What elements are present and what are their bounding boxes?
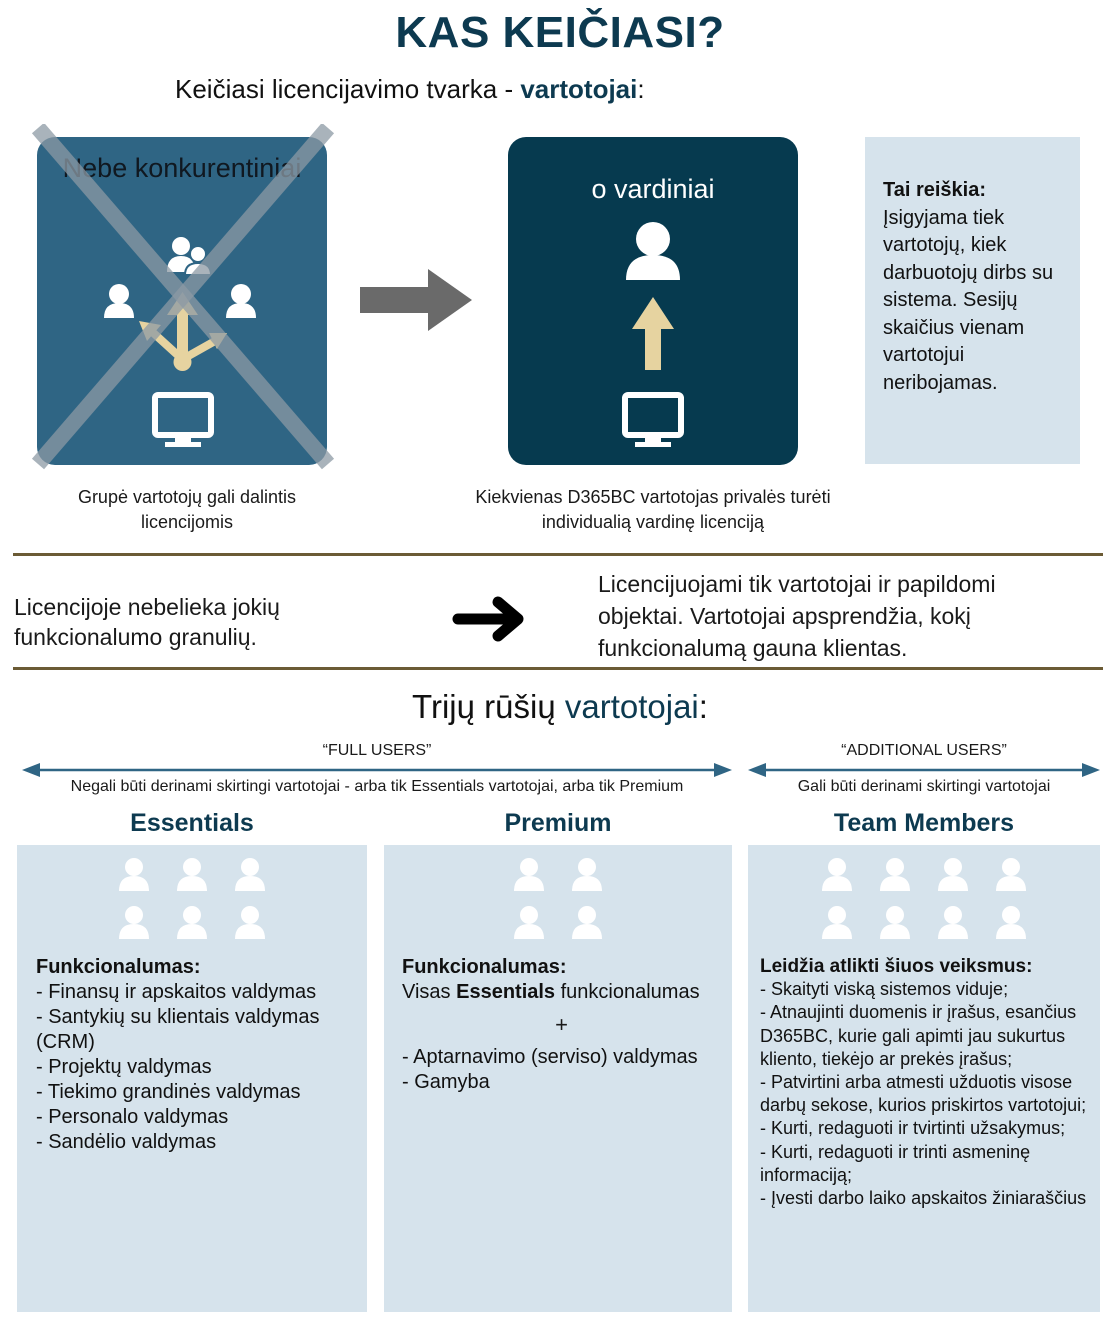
list-item: - Gamyba <box>402 1071 490 1093</box>
user-icon-right <box>226 284 256 318</box>
page-title: KAS KEIČIASI? <box>395 8 725 57</box>
user-icon <box>626 222 680 280</box>
types-heading: Trijų rūšių vartotojai: <box>0 688 1120 726</box>
list-item: - Personalo valdymas <box>36 1106 229 1128</box>
info-box-heading: Tai reiškia: <box>883 179 987 201</box>
team-members-action-list: Leidžia atlikti šiuos veiksmus: - Skaity… <box>760 955 1095 1210</box>
list-item: - Tiekimo grandinės valdymas <box>36 1081 301 1103</box>
premium-box <box>384 845 732 1312</box>
types-heading-suffix: : <box>698 688 708 725</box>
team-members-users-icons <box>822 858 1026 939</box>
premium-line-bold: Essentials <box>456 981 556 1003</box>
user-icon <box>822 858 852 891</box>
user-icon <box>119 858 149 891</box>
essentials-feature-list: Funkcionalumas: - Finansų ir apskaitos v… <box>36 955 361 1155</box>
user-icon <box>177 906 207 939</box>
user-icon <box>572 858 602 891</box>
full-users-range-arrow <box>22 763 732 777</box>
old-model-heading: Nebe konkurentiniai <box>62 153 302 183</box>
divider-bottom <box>13 667 1103 670</box>
subtitle-highlight: vartotojai <box>520 74 638 104</box>
list-item: - Patvirtini arba atmesti užduotis visos… <box>760 1072 1087 1116</box>
cross-out-mark <box>31 124 335 470</box>
full-users-description: Negali būti derinami skirtingi vartotoja… <box>70 778 684 795</box>
new-model-illustration <box>622 222 684 447</box>
additional-users-description: Gali būti derinami skirtingi vartotojai <box>797 778 1051 795</box>
old-model-caption: Grupė vartotojų gali dalintis licencijom… <box>77 487 297 532</box>
left-statement: Licencijoje nebelieka jokių funkcionalum… <box>14 594 280 650</box>
list-item: - Atnaujinti duomenis ir įrašus, esančiu… <box>760 1002 1077 1069</box>
list-item: - Kurti, redaguoti ir tvirtinti užsakymu… <box>760 1118 1066 1139</box>
premium-plus-sign: + <box>555 1012 568 1037</box>
list-item: - Finansų ir apskaitos valdymas <box>36 981 317 1003</box>
premium-users-icons <box>514 858 602 939</box>
user-icon <box>514 906 544 939</box>
list-item: - Įvesti darbo laiko apskaitos žiniarašč… <box>760 1188 1087 1209</box>
user-icon <box>235 858 265 891</box>
right-statement: Licencijuojami tik vartotojai ir papildo… <box>598 571 996 661</box>
user-icon <box>177 858 207 891</box>
user-icon <box>996 858 1026 891</box>
essentials-users-icons <box>119 858 265 939</box>
user-icon <box>822 906 852 939</box>
user-icon <box>119 906 149 939</box>
monitor-icon <box>622 392 684 447</box>
divider-top <box>13 553 1103 556</box>
user-icon <box>880 858 910 891</box>
team-members-title: Team Members <box>833 809 1015 837</box>
list-item: - Sandėlio valdymas <box>36 1131 217 1153</box>
user-icon-left <box>104 284 134 318</box>
user-icon <box>938 858 968 891</box>
team-members-list-heading: Leidžia atlikti šiuos veiksmus: <box>760 956 1033 977</box>
premium-feature-list: Funkcionalumas: Visas Essentials funkcio… <box>402 955 727 1005</box>
new-model-heading: o vardiniai <box>591 174 715 204</box>
team-members-box <box>748 845 1100 1312</box>
user-icon <box>514 858 544 891</box>
list-item: - Kurti, redaguoti ir trinti asmeninę in… <box>760 1141 1031 1185</box>
user-icon <box>572 906 602 939</box>
premium-line-suffix: funkcionalumas <box>555 981 700 1003</box>
premium-list-heading: Funkcionalumas: <box>402 956 567 978</box>
list-item: - Projektų valdymas <box>36 1056 212 1078</box>
premium-title: Premium <box>504 809 612 837</box>
info-box: Tai reiškia: Įsigyjama tiek vartotojų, k… <box>865 137 1080 464</box>
essentials-list-heading: Funkcionalumas: <box>36 956 201 978</box>
user-icon <box>938 906 968 939</box>
user-icon <box>235 906 265 939</box>
monitor-icon <box>152 392 214 447</box>
subtitle-suffix: : <box>637 74 645 104</box>
additional-users-range-arrow <box>748 763 1100 777</box>
new-model-caption: Kiekvienas D365BC vartotojas privalės tu… <box>475 487 831 532</box>
list-item: - Aptarnavimo (serviso) valdymas <box>402 1046 698 1068</box>
user-icon <box>880 906 910 939</box>
user-icon <box>996 906 1026 939</box>
full-users-label: “FULL USERS” <box>322 742 432 759</box>
types-heading-highlight: vartotojai <box>564 688 699 725</box>
black-arrow-icon <box>452 596 524 642</box>
additional-users-label: “ADDITIONAL USERS” <box>841 742 1007 759</box>
info-box-text: Įsigyjama tiek vartotojų, kiek darbuotoj… <box>883 206 1054 394</box>
subtitle: Keičiasi licencijavimo tvarka - vartotoj… <box>175 74 645 105</box>
premium-extra-list: - Aptarnavimo (serviso) valdymas - Gamyb… <box>402 1045 727 1095</box>
up-arrow-icon <box>632 297 674 370</box>
subtitle-text: Keičiasi licencijavimo tvarka - <box>175 74 521 104</box>
list-item: - Santykių su klientais valdymas (CRM) <box>36 1006 320 1053</box>
types-heading-text: Trijų rūšių <box>412 688 565 725</box>
premium-line-prefix: Visas <box>402 981 457 1003</box>
premium-essentials-line: Visas Essentials funkcionalumas <box>402 980 727 1005</box>
list-item: - Skaityti viską sistemos viduje; <box>760 979 1009 1000</box>
gray-arrow-icon <box>360 269 472 331</box>
essentials-title: Essentials <box>130 809 254 837</box>
